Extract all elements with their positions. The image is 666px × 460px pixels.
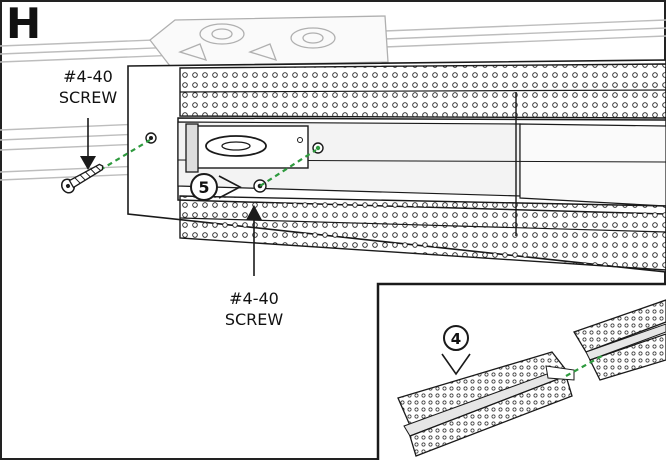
screw-callout-bottom: #4-40 SCREW (214, 288, 294, 330)
chevron-down-icon (441, 353, 471, 376)
step-5-badge: 5 (190, 173, 242, 201)
screw-icon (60, 163, 104, 194)
luminaire-body (127, 59, 666, 273)
inset-panel: 4 (376, 282, 666, 460)
step-4-label: 4 (451, 330, 461, 348)
inset-rail-left (397, 351, 575, 457)
mounting-bracket (149, 15, 389, 67)
screw-callout-left-size: #4-40 (63, 67, 113, 86)
screw-callout-bottom-size: #4-40 (229, 289, 279, 308)
connector-lines (99, 139, 317, 187)
screw-callout-bottom-type: SCREW (224, 310, 284, 329)
step-letter: H (6, 0, 42, 48)
inset-connector-line (565, 355, 603, 377)
screw-callout-left: #4-40 SCREW (48, 66, 128, 108)
inset-rail-right (573, 299, 666, 381)
step-5-label: 5 (198, 178, 209, 197)
arrow-down-icon (80, 118, 96, 170)
arrow-up-icon (246, 205, 262, 276)
connector-housing (195, 125, 309, 169)
screw-callout-left-type: SCREW (58, 88, 118, 107)
chevron-right-icon (218, 175, 242, 199)
